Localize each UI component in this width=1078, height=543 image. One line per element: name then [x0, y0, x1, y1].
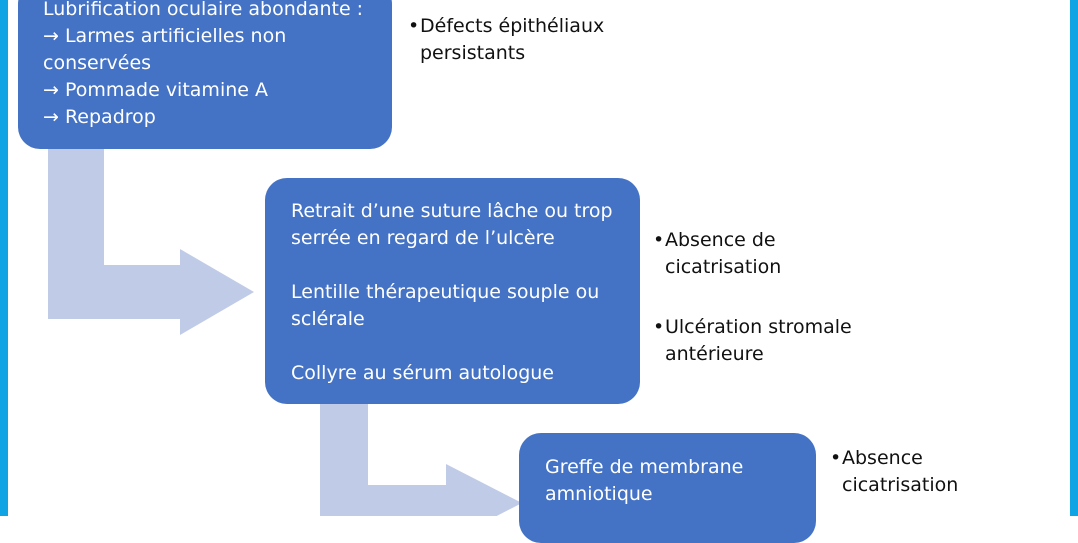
step-2-box: Retrait d’une suture lâche ou trop serré… [265, 178, 640, 404]
step-2-line: Collyre au sérum autologue [291, 362, 554, 384]
step-3-line: amniotique [545, 483, 653, 505]
step-1-line: → Larmes artificielles non [43, 25, 287, 47]
step-1-line: → Repadrop [43, 106, 156, 128]
flow-arrows [48, 148, 522, 516]
step-2-line: Lentille thérapeutique souple ou [291, 281, 600, 303]
note-line: Absence de [665, 229, 776, 251]
step-2-line: serrée en regard de l’ulcère [291, 227, 555, 249]
arrow-step1-to-step2 [48, 148, 254, 335]
bullet-icon: • [653, 316, 665, 338]
step-2-line: sclérale [291, 308, 365, 330]
note-item: • Absence de cicatrisation [653, 227, 852, 281]
step-1-line: → Pommade vitamine A [43, 79, 268, 101]
step-3-notes: • Absence cicatrisation [830, 445, 958, 499]
bullet-icon: • [408, 15, 420, 37]
step-1-box: Lubrification oculaire abondante : → Lar… [18, 0, 392, 149]
note-line: Défects épithéliaux [420, 15, 605, 37]
step-3-line: Greffe de membrane [545, 456, 744, 478]
step-1-notes: • Défects épithéliaux persistants [408, 13, 604, 67]
step-1-line: conservées [43, 52, 152, 74]
arrow-step2-to-step3 [320, 404, 522, 516]
note-item: • Défects épithéliaux persistants [408, 13, 604, 67]
note-line: persistants [420, 42, 526, 64]
step-2-notes: • Absence de cicatrisation • Ulcération … [653, 227, 852, 368]
step-3-box: Greffe de membrane amniotique [519, 433, 816, 543]
note-line: antérieure [665, 343, 764, 365]
bullet-icon: • [653, 229, 665, 251]
note-item: • Absence cicatrisation [830, 445, 958, 499]
step-2-line: Retrait d’une suture lâche ou trop [291, 200, 613, 222]
note-line: cicatrisation [842, 474, 959, 496]
note-line: Ulcération stromale [665, 316, 852, 338]
bullet-icon: • [830, 447, 842, 469]
note-line: Absence [842, 447, 923, 469]
step-1-line: Lubrification oculaire abondante : [43, 0, 364, 20]
note-item: • Ulcération stromale antérieure [653, 314, 852, 368]
note-line: cicatrisation [665, 256, 782, 278]
